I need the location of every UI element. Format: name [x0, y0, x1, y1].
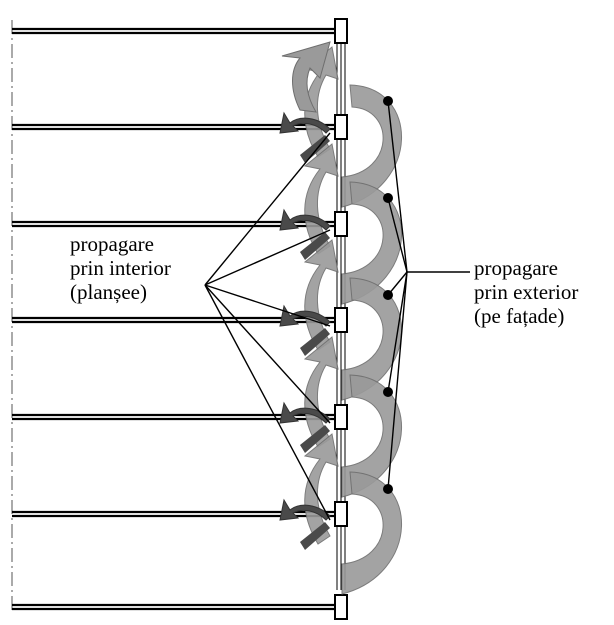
- interior-leader-5: [204, 284, 331, 521]
- smoke-plume: [341, 374, 402, 498]
- window-frame: [334, 501, 348, 527]
- floor-slab-6: [12, 501, 348, 527]
- smoke-plume: [341, 471, 402, 595]
- exterior-label-line-1: propagare: [474, 256, 558, 280]
- exterior-leader-5: [387, 271, 408, 490]
- interior-leader-4: [204, 284, 331, 424]
- leader-dot-4: [383, 387, 393, 397]
- smoke-plume: [341, 277, 402, 401]
- smoke-plume: [341, 84, 402, 208]
- interior-leader-3: [204, 284, 331, 327]
- floor-slab-5: [12, 404, 348, 430]
- interior-curl: [279, 401, 331, 424]
- interior-curl: [279, 111, 331, 134]
- interior-label-line-2: prin interior: [70, 256, 171, 280]
- exterior-label-line-3: (pe fațade): [474, 304, 565, 328]
- exterior-leader-2: [387, 197, 408, 273]
- interior-propagation-label: propagare prin interior (planșee): [70, 232, 171, 304]
- window-frame: [334, 404, 348, 430]
- window-frame: [334, 18, 348, 44]
- leader-lines: [204, 96, 470, 521]
- window-frame: [334, 211, 348, 237]
- interior-arrow-5: [279, 498, 331, 550]
- interior-leader-1: [204, 132, 331, 286]
- window-frame: [334, 114, 348, 140]
- floor-slab-7: [12, 594, 348, 620]
- leader-dot-1: [383, 96, 393, 106]
- window-frame: [334, 307, 348, 333]
- interior-curl: [279, 498, 331, 521]
- interior-tongue: [300, 425, 330, 453]
- interior-label-line-3: (planșee): [70, 280, 147, 304]
- floor-slab-4: [12, 307, 348, 333]
- interior-curl: [279, 304, 331, 327]
- interior-arrow-2: [279, 208, 331, 260]
- interior-tongue: [300, 522, 330, 550]
- interior-tongue: [300, 328, 330, 356]
- interior-label-line-1: propagare: [70, 232, 154, 256]
- smoke-spiral-3: [303, 239, 402, 401]
- floor-slab-3: [12, 211, 348, 237]
- interior-arrow-4: [279, 401, 331, 453]
- interior-arrow-3: [279, 304, 331, 356]
- smoke-arrow-head: [281, 41, 331, 113]
- floor-slab-2: [12, 114, 348, 140]
- exterior-smoke-spirals: [281, 41, 402, 595]
- exterior-label-line-2: prin exterior: [474, 280, 579, 304]
- interior-tongue: [300, 232, 330, 260]
- smoke-arrow-top: [281, 41, 331, 113]
- smoke-plume: [341, 181, 402, 305]
- exterior-leader-4: [387, 271, 408, 393]
- interior-curl: [279, 208, 331, 231]
- window-frame: [334, 594, 348, 620]
- exterior-leader-1: [387, 100, 408, 273]
- floor-slab-1: [12, 18, 348, 44]
- floor-slabs: [12, 18, 348, 620]
- exterior-propagation-label: propagare prin exterior (pe fațade): [474, 256, 578, 328]
- interior-leader-2: [204, 229, 331, 286]
- leader-dot-3: [383, 290, 393, 300]
- leader-dot-5: [383, 484, 393, 494]
- leader-dot-2: [383, 193, 393, 203]
